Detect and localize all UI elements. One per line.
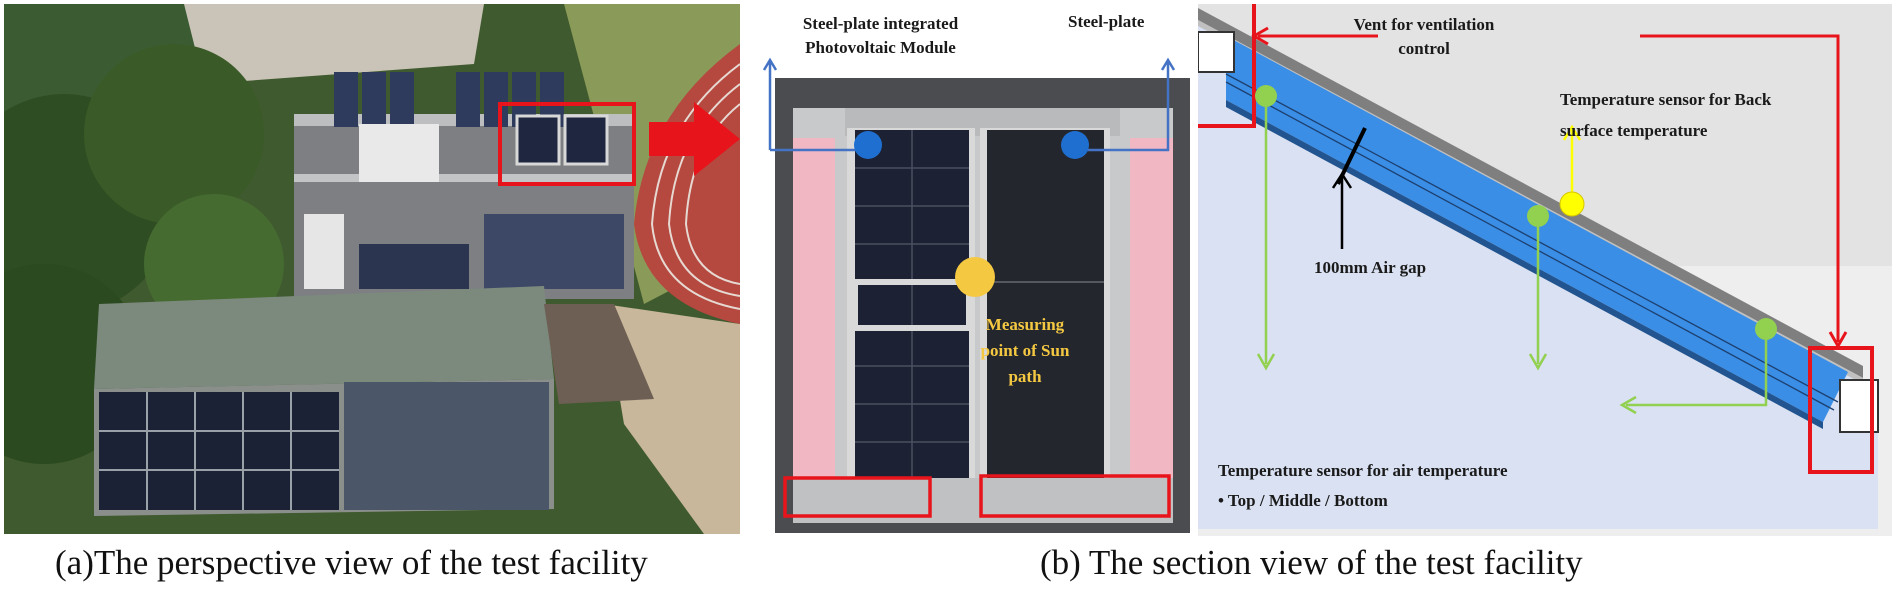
label-air-sensor-line2: • Top / Middle / Bottom [1218, 491, 1388, 510]
test-module-left [515, 114, 561, 166]
pv-surface-layer [1198, 8, 1863, 378]
perspective-photo [4, 4, 740, 534]
label-air-sensor-line1: Temperature sensor for air temperature [1218, 461, 1508, 480]
vent-bottom-box [1808, 346, 1874, 474]
module-highlight-box [498, 102, 636, 186]
lower-building-roof [94, 286, 554, 389]
module-photo [775, 78, 1190, 533]
back-surface-sensor [1559, 191, 1585, 217]
vent-box-left [783, 476, 932, 518]
air-sensor-middle [1527, 205, 1549, 227]
label-vent-line2: control [1398, 39, 1450, 58]
section-illustration [1198, 4, 1892, 536]
steel-plate-sensor-point [1061, 131, 1089, 159]
label-measuring-line2: point of Sun [980, 341, 1070, 360]
label-back-sensor-line1: Temperature sensor for Back [1560, 90, 1772, 109]
air-sensor-top [1255, 85, 1277, 107]
caption-a: (a)The perspective view of the test faci… [55, 543, 648, 582]
vent-top-box [1198, 4, 1256, 128]
label-air-sensor: Temperature sensor for air temperature •… [1218, 456, 1508, 516]
steel-plate-arrow-icon [1074, 57, 1176, 152]
label-back-sensor-line2: surface temperature [1560, 121, 1708, 140]
vent-down-arrow-icon [1828, 331, 1848, 350]
module-arrow-icon [762, 57, 778, 150]
lower-pv-facade [99, 392, 339, 510]
label-module-line1: Steel-plate integrated [802, 14, 959, 33]
sun-path-point [955, 257, 995, 297]
air-gap-arrow-icon [1331, 171, 1353, 189]
section-diagram [1198, 4, 1892, 536]
label-vent-line1: Vent for ventilation [1353, 15, 1495, 34]
label-steel-plate: Steel-plate [1068, 12, 1145, 31]
back-sensor-arrow-icon [1562, 124, 1582, 141]
label-air-gap: 100mm Air gap [1314, 258, 1427, 277]
label-back-sensor: Temperature sensor for Back surface temp… [1560, 84, 1771, 146]
air-sensor-middle-arrow-icon [1528, 353, 1548, 371]
test-module-right [563, 114, 609, 166]
photo-callouts [762, 57, 1176, 297]
label-measuring-point: Measuring point of Sun path [975, 312, 1075, 390]
perspective-illustration [4, 4, 740, 534]
label-vent: Vent for ventilation control [1304, 13, 1544, 61]
module-photo-illustration [775, 78, 1190, 533]
air-sensor-bottom [1755, 318, 1777, 340]
label-measuring-line3: path [1008, 367, 1042, 386]
vent-left-arrow-icon [1250, 26, 1269, 46]
label-module-line2: Photovoltaic Module [805, 38, 956, 57]
steel-plate [987, 130, 1104, 482]
vent-box-right [979, 474, 1171, 518]
label-measuring-line1: Measuring [985, 315, 1065, 334]
module-sensor-point [854, 131, 882, 159]
label-module: Steel-plate integrated Photovoltaic Modu… [778, 12, 983, 60]
red-arrow-icon [649, 102, 740, 176]
caption-b: (b) The section view of the test facilit… [1040, 543, 1583, 582]
air-sensor-top-arrow-icon [1256, 353, 1276, 371]
air-sensor-bottom-arrow-icon [1619, 395, 1637, 415]
